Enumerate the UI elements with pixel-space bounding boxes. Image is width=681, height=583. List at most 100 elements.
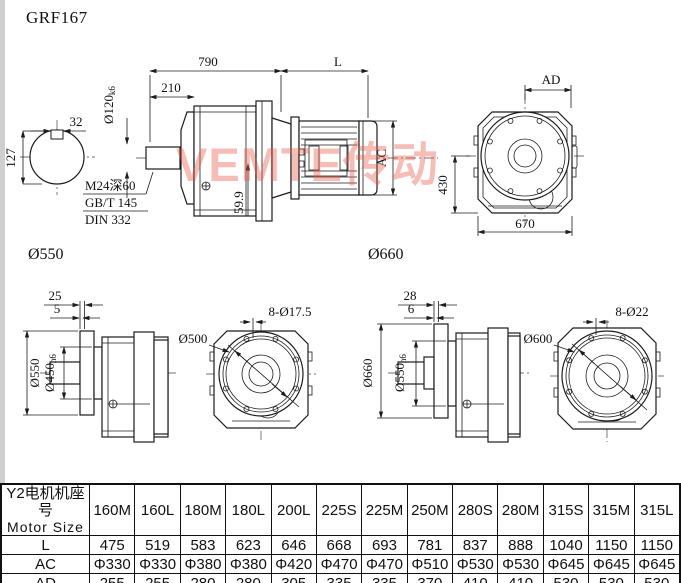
gearbox-front-view: AD 430 670 (435, 72, 584, 236)
table-cell: Φ645 (633, 554, 681, 574)
note-gb-standard: GB/T 145 (85, 195, 137, 210)
shaft-end-view: 32 127 (3, 114, 95, 195)
row-label-AC: AC (0, 554, 90, 574)
gearbox-motor-side-view: 790 L 210 Ø120k6 59.9 AC (101, 54, 438, 222)
table-cell: 370 (406, 573, 454, 583)
table-cell: 1040 (542, 535, 590, 555)
column-header-280M: 280M (497, 483, 544, 536)
dim-550-t2: 5 (54, 301, 61, 316)
table-cell: Φ470 (315, 554, 363, 574)
table-cell: 530 (588, 573, 635, 583)
table-cell: 475 (88, 535, 136, 555)
table-cell: 1150 (588, 535, 635, 555)
table-cell: Φ470 (361, 554, 408, 574)
column-header-180M: 180M (179, 483, 227, 536)
note-thread: M24深60 (85, 178, 136, 193)
flange-550-side-view: 25 5 Ø550 Ø450h6 (23, 288, 176, 443)
shaft-thread-notes: M24深60 GB/T 145 DIN 332 (83, 171, 154, 227)
table-cell: 1150 (633, 535, 681, 555)
column-header-280S: 280S (452, 483, 499, 536)
left-gray-strip (0, 0, 5, 483)
table-cell: Φ380 (225, 554, 272, 574)
column-header-315M: 315M (588, 483, 635, 536)
table-cell: 646 (270, 535, 317, 555)
flange-550-section-label: Ø550 (28, 246, 64, 263)
column-header-160L: 160L (134, 483, 181, 536)
motor-fins (301, 126, 357, 190)
column-header-315S: 315S (542, 483, 590, 536)
technical-drawing-canvas: 32 127 M24深60 GB/T 145 DIN 332 (3, 54, 664, 443)
flange-550-front-view: Ø500 8-Ø17.5 (179, 304, 316, 440)
dim-shaft-vert: 127 (3, 148, 18, 168)
column-header-200L: 200L (270, 483, 317, 536)
table-cell: 623 (225, 535, 272, 555)
column-header-315L: 315L (633, 483, 681, 536)
dim-motor-width-ac: AC (374, 149, 389, 167)
front-bolt-holes (486, 118, 563, 195)
table-cell: Φ530 (452, 554, 499, 574)
table-cell: Φ380 (179, 554, 227, 574)
table-cell: 410 (452, 573, 499, 583)
table-cell: Φ330 (88, 554, 136, 574)
column-header-225S: 225S (315, 483, 363, 536)
dim-overall-width: 670 (515, 216, 535, 231)
table-header-motor-size: Y2电机机座号 Motor Size (0, 483, 90, 536)
column-header-250M: 250M (406, 483, 454, 536)
table-cell: 410 (497, 573, 544, 583)
table-cell: 305 (270, 573, 317, 583)
row-label-AD: AD (0, 573, 90, 583)
page-title: GRF167 (26, 8, 88, 27)
header-chinese: Y2电机机座号 (6, 485, 85, 519)
table-cell: 888 (497, 535, 544, 555)
column-header-160M: 160M (88, 483, 136, 536)
dim-660-spigot: Ø550h6 (392, 354, 408, 392)
table-cell: Φ645 (542, 554, 590, 574)
dim-center-height: 59.9 (231, 191, 246, 214)
dim-half-width-ad: AD (542, 72, 561, 87)
table-cell: Φ645 (588, 554, 635, 574)
table-cell: 255 (134, 573, 181, 583)
table-cell: Φ510 (406, 554, 454, 574)
table-cell: Φ530 (497, 554, 544, 574)
table-cell: 519 (134, 535, 181, 555)
flange-550-bolt-holes (222, 335, 300, 413)
table-cell: 693 (361, 535, 408, 555)
header-english: Motor Size (7, 519, 84, 535)
dim-center-to-base: 430 (435, 175, 450, 195)
table-cell: 668 (315, 535, 363, 555)
dim-660-t1: 28 (404, 288, 417, 303)
dim-keyway-width: 32 (70, 114, 83, 129)
dim-550-spigot: Ø450h6 (42, 354, 58, 392)
dim-overall-length: 790 (198, 54, 218, 69)
table-cell: Φ420 (270, 554, 317, 574)
dim-660-bolt-circle: Ø600 (524, 331, 553, 346)
flange-660-front-view: Ø600 8-Ø22 (524, 304, 664, 442)
dim-550-holes: 8-Ø17.5 (269, 304, 312, 319)
table-cell: 280 (225, 573, 272, 583)
dim-shaft-diameter: Ø120k6 (101, 86, 117, 124)
dim-660-holes: 8-Ø22 (615, 304, 648, 319)
table-cell: 335 (315, 573, 363, 583)
dim-660-od: Ø660 (360, 359, 375, 388)
table-cell: 530 (542, 573, 590, 583)
table-cell: 335 (361, 573, 408, 583)
table-cell: 255 (88, 573, 136, 583)
table-cell: 280 (179, 573, 227, 583)
table-cell: 837 (452, 535, 499, 555)
flange-660-side-view: 28 6 Ø660 Ø550h6 (360, 288, 530, 443)
table-cell: 530 (633, 573, 681, 583)
dim-660-t2: 6 (408, 301, 415, 316)
table-cell: 781 (406, 535, 454, 555)
column-header-180L: 180L (225, 483, 272, 536)
dim-550-t1: 25 (49, 288, 62, 303)
dim-550-bolt-circle: Ø500 (179, 331, 208, 346)
note-din-standard: DIN 332 (85, 212, 131, 227)
column-header-225M: 225M (361, 483, 408, 536)
table-cell: Φ330 (134, 554, 181, 574)
